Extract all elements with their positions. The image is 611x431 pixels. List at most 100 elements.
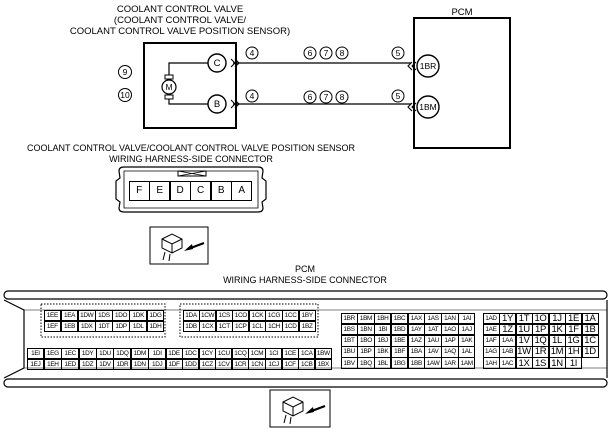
pcm-pin: 1AN: [441, 312, 459, 325]
pcm-connector-chevron-bottom: [407, 102, 417, 112]
pcm-pin: 1BX: [314, 358, 332, 370]
wire-top-right-ref: 5: [395, 48, 401, 58]
wire-bottom-left-ref: 4: [249, 91, 255, 101]
pcm-pin: 1CP: [232, 320, 250, 332]
ref-9: 9: [122, 67, 128, 77]
pcm-pin: 1CD: [282, 320, 300, 332]
pcm-pin: 1M: [548, 346, 566, 358]
pcm-pin: 1DJ: [148, 358, 167, 370]
pcm-pin: 1H: [565, 346, 582, 358]
pcm-pin: 1EJ: [26, 358, 45, 370]
pcm-pin: 1P: [532, 323, 549, 336]
pcm-pin: 1DX: [77, 320, 96, 332]
pcm-pin: 1S: [532, 357, 549, 369]
block2-locator: [179, 303, 319, 338]
pcm-pin: 1R: [532, 346, 549, 358]
pcm-pin: 1CQ: [231, 347, 249, 359]
pcm-pin: 1DD: [182, 358, 200, 370]
pcm-pin: 1CA: [298, 347, 316, 359]
pcm-pin: 1CJ: [265, 358, 283, 370]
ref-circle-top-right: [391, 46, 405, 60]
pcm-pin: 1CC: [282, 309, 300, 321]
pcm-pin: 1BC: [390, 312, 409, 325]
pcm-pin: 1BA: [407, 346, 425, 358]
pcm-pin: 1Z: [499, 323, 516, 336]
pcm-pin: 1AB: [499, 346, 516, 358]
ref-circle-bot-m2: [319, 90, 333, 104]
motor-wire-top: [168, 62, 208, 80]
valve-box: [143, 42, 237, 129]
pcm-pin: 1AZ: [407, 334, 425, 347]
pcm-pin: 1EC: [61, 347, 80, 359]
pcm-pin: 1BR: [340, 312, 358, 325]
pcm-pin: 1K: [548, 323, 566, 336]
pcm-pin: 1AX: [407, 312, 425, 325]
valve-title-line-2: (COOLANT CONTROL VALVE/: [113, 15, 247, 26]
valve-pin: F: [128, 180, 150, 201]
pcm-pin: 1N: [548, 357, 566, 369]
pcm-pin: 1DV: [96, 358, 114, 370]
pcm-pin: 1BT: [340, 334, 358, 347]
pcm-terminal-1br-label: 1BR: [419, 61, 437, 71]
valve-connector-title-line-2: WIRING HARNESS-SIDE CONNECTOR: [109, 154, 273, 164]
pcm-pin: 1BG: [390, 357, 409, 369]
pcm-pin: 1CL: [248, 320, 266, 332]
ref-circle-bot-right: [391, 89, 405, 103]
pcm-pin: 1I: [565, 357, 582, 369]
connector-view-icon-2: [269, 389, 331, 428]
valve-connector-pins: F E D C B A: [128, 180, 252, 201]
pcm-pin: 1CR: [231, 358, 249, 370]
valve-terminal-c-label: C: [213, 58, 221, 69]
pcm-pin: 1CZ: [198, 358, 216, 370]
pcm-pin: 1AP: [441, 334, 459, 347]
valve-title-line-3: COOLANT CONTROL VALVE POSITION SENSOR): [69, 26, 291, 37]
pcm-pin: 1BS: [340, 323, 358, 336]
pcm-pin: 1CV: [215, 358, 233, 370]
ref-10: 10: [120, 90, 130, 100]
pcm-pin: 1BM: [357, 312, 375, 325]
pcm-pin: 1BO: [357, 334, 375, 347]
pcm-terminal-1br-circle: [416, 54, 440, 78]
wire-top-mid-ref-3: 8: [339, 48, 345, 58]
pcm-pin: 1AA: [499, 334, 516, 347]
pcm-pin: 1J: [548, 312, 566, 325]
pcm-pin: 1BE: [390, 334, 409, 347]
valve-pin: E: [149, 180, 170, 201]
pcm-pin: 1EA: [60, 309, 79, 321]
pcm-pin: 1W: [515, 346, 533, 358]
pcm-pin: 1BB: [407, 357, 425, 369]
pcm-pin: 1AC: [499, 357, 516, 369]
pcm-pin: 1DO: [112, 309, 130, 321]
pcm-pin: 1BJ: [374, 334, 392, 347]
motor-brush-top: [164, 74, 174, 80]
motor-label: M: [165, 82, 173, 92]
pcm-pin: 1BU: [340, 346, 358, 358]
pcm-pin: 1CK: [248, 309, 266, 321]
pcm-pin: 1DF: [165, 358, 183, 370]
ref-circle-top-left: [245, 46, 259, 60]
pcm-pin: 1V: [515, 334, 533, 347]
ref-circle-top-m2: [319, 46, 333, 60]
wire-bottom-mid-ref-2: 7: [323, 92, 329, 102]
pcm-pin: 1AY: [407, 323, 425, 336]
pcm-pin: 1CM: [248, 347, 266, 359]
ref-circle-bot-m1: [303, 90, 317, 104]
pcm-pin: 1EH: [43, 358, 62, 370]
pcm-pin: 1CN: [248, 358, 266, 370]
pcm-pin: 1T: [515, 312, 533, 325]
pcm-pin: 1EF: [43, 320, 62, 332]
pcm-pin: 1DT: [95, 320, 113, 332]
pcm-pin: 1CG: [265, 309, 283, 321]
pcm-pin: 1X: [515, 357, 533, 369]
pcm-pin: 1AR: [441, 357, 459, 369]
motor-brush-bottom: [164, 94, 174, 100]
pcm-pin: 1AS: [424, 312, 442, 325]
pcm-pin: 1D: [581, 346, 599, 358]
pcm-pin: 1CI: [265, 347, 283, 359]
ref-circle-top-m1: [303, 46, 317, 60]
pcm-pin: 1DU: [96, 347, 114, 359]
valve-pin: C: [190, 180, 211, 201]
pcm-pin: 1Y: [499, 312, 516, 325]
